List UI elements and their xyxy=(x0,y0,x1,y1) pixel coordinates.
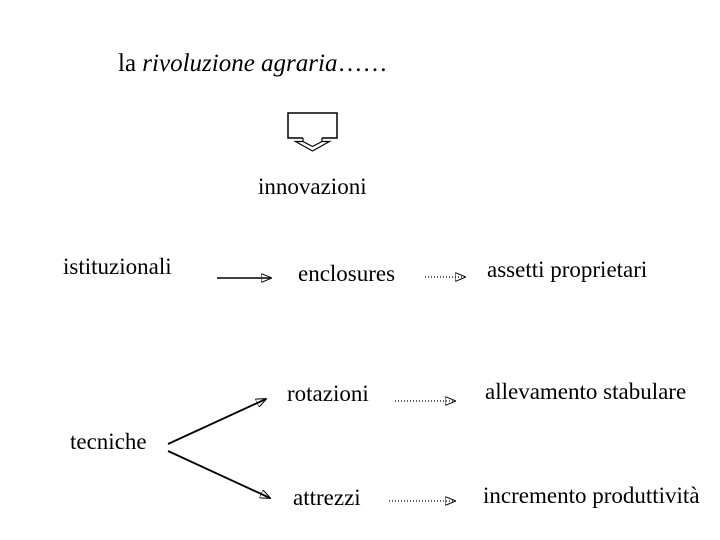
node-tecniche: tecniche xyxy=(70,429,147,454)
title-prefix: la xyxy=(118,50,143,77)
down-arrow-callout-shape xyxy=(287,112,338,152)
title-ellipsis: …… xyxy=(337,50,388,77)
node-allevamento-stabulare: allevamento stabulare xyxy=(485,379,687,404)
node-istituzionali: istituzionali xyxy=(63,254,172,279)
node-incremento-produttivita: incremento produttività xyxy=(483,483,700,508)
node-innovazioni: innovazioni xyxy=(258,174,367,199)
arrow-tecniche-to-rotazioni xyxy=(167,399,266,445)
title-emphasis: rivoluzione agraria xyxy=(142,50,338,77)
node-enclosures: enclosures xyxy=(298,261,396,286)
arrow-tecniche-to-attrezzi xyxy=(167,450,270,498)
node-assetti-proprietari: assetti proprietari xyxy=(487,257,648,282)
slide-title: la rivoluzione agraria…… xyxy=(118,50,387,78)
node-rotazioni: rotazioni xyxy=(287,381,369,406)
node-attrezzi: attrezzi xyxy=(293,485,361,510)
